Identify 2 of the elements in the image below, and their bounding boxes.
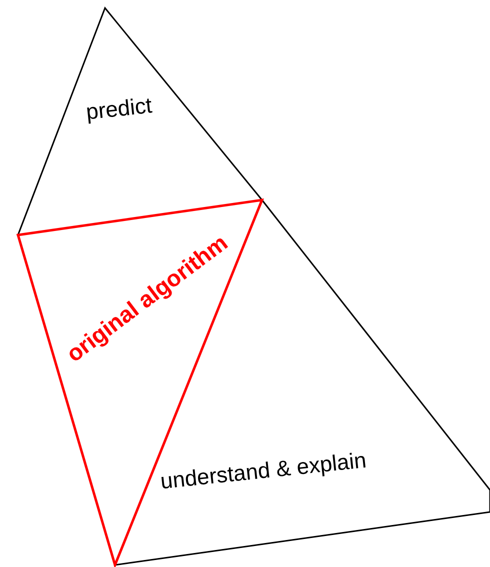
region-label: understand & explain [159,447,368,495]
region-label: predict [84,92,154,126]
